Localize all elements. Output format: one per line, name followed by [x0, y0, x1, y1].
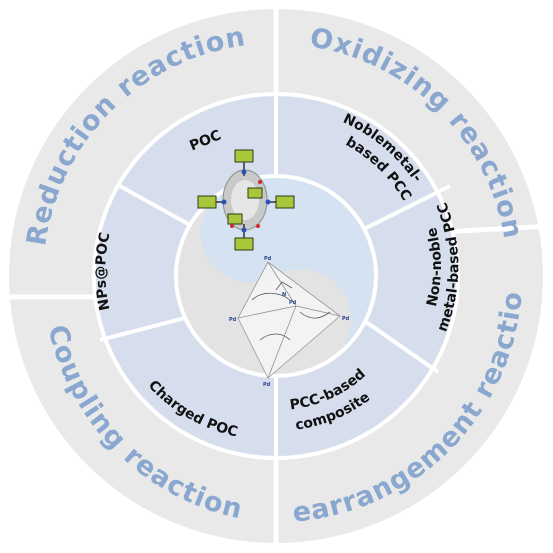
porous-organic-cage-molecule [197, 149, 295, 251]
inner-divider [117, 183, 191, 227]
inner-divider [99, 316, 186, 342]
pd-label: Pd [229, 317, 237, 323]
inner-divider [365, 184, 451, 230]
pd-label: Pd [264, 256, 272, 262]
n-label: N [282, 292, 286, 298]
pd-cage-molecule: Pd Pd Pd Pd Pd N [229, 256, 350, 388]
pd-label: Pd [342, 316, 350, 322]
outer-divider [439, 223, 553, 235]
inner-label-nonnoble-line1: Non-noble [424, 226, 445, 308]
pd-label: Pd [263, 382, 271, 388]
inner-divider [364, 320, 440, 374]
inner-label-nps-poc: NPs@POC [93, 231, 113, 312]
pd-label: Pd [289, 300, 297, 306]
